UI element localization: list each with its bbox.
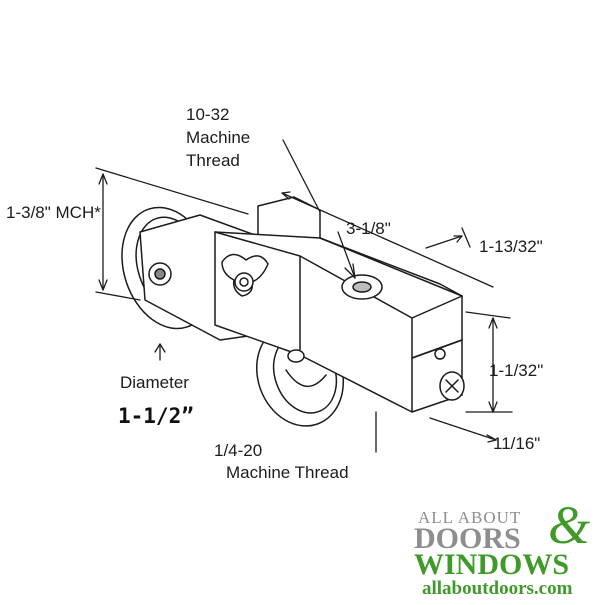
dimension-lines <box>95 139 513 453</box>
thread-hole-top <box>341 274 383 300</box>
thread-bottom-line2: Machine Thread <box>226 463 349 482</box>
diameter-label: Diameter <box>120 373 189 392</box>
width-dimension-bottom: 11/16" <box>493 434 541 453</box>
thread-top-line2: Machine <box>186 128 251 147</box>
logo-top: ALL ABOUT <box>418 508 522 527</box>
logo-ampersand: & <box>548 495 591 555</box>
thread-top-line3: Thread <box>186 151 240 170</box>
diameter-value: 1-1/2” <box>118 404 194 428</box>
width-dimension-top: 1-13/32" <box>479 237 543 256</box>
width-dimension-mid: 1-1/32" <box>489 361 544 380</box>
axle-front <box>287 349 305 363</box>
adjusting-screw <box>434 348 465 401</box>
logo-brand-doors: DOORS <box>414 522 521 555</box>
logo-url[interactable]: allaboutdoors.com <box>422 578 573 599</box>
axle-back <box>148 262 172 286</box>
thread-bottom-line1: 1/4-20 <box>214 441 263 460</box>
length-dimension: 3-1/8" <box>346 219 391 238</box>
height-dimension: 1-3/8" MCH* <box>6 203 101 222</box>
wing-nut <box>221 253 269 297</box>
thread-top-line1: 10-32 <box>186 105 230 124</box>
logo-brand-windows: WINDOWS <box>414 548 570 581</box>
